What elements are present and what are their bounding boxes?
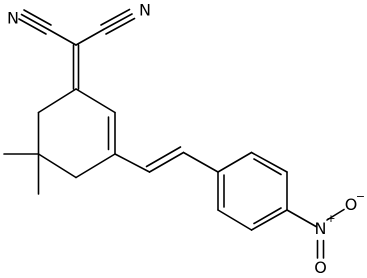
nitro-oxygen-single: O xyxy=(345,195,358,214)
aryl-bond-2 xyxy=(250,151,288,173)
nitro-oxygen-double: O xyxy=(314,258,327,277)
triple-bond-cn-right xyxy=(100,8,136,35)
bond-vinyl-aryl xyxy=(182,151,219,173)
bond-r4-r3 xyxy=(75,153,116,179)
ring-double-bond xyxy=(107,111,116,155)
atom-labels: N N N O O + − xyxy=(7,1,365,278)
bonds xyxy=(3,8,345,259)
vinyl-double-bond xyxy=(145,146,185,173)
aryl-inner-2 xyxy=(253,158,282,176)
bond-r1-r2 xyxy=(75,88,116,114)
bond-ring-vinyl xyxy=(114,153,151,173)
aryl-bond-4 xyxy=(250,209,288,231)
triple-bond-cn-left xyxy=(18,9,52,35)
bond-c2-c3 xyxy=(75,28,105,46)
nitrile-nitrogen-left: N xyxy=(7,9,19,28)
nitro-plus-charge: + xyxy=(326,212,335,225)
aryl-inner-3 xyxy=(253,207,282,225)
aryl-bond-1 xyxy=(217,151,253,173)
exocyclic-double-bond xyxy=(72,44,80,90)
bond-n-o-double xyxy=(316,239,325,259)
bond-n-o-single xyxy=(326,208,345,221)
aryl-bond-5 xyxy=(217,209,253,231)
bond-r5-r4 xyxy=(37,153,77,179)
bond-r1-r6 xyxy=(37,88,77,114)
oxygen-minus-charge: − xyxy=(356,190,365,203)
bond-aryl-nitro xyxy=(286,209,317,228)
nitro-nitrogen: N xyxy=(315,219,327,238)
bond-c1-c2 xyxy=(47,28,77,46)
nitrile-nitrogen-right: N xyxy=(139,1,151,20)
